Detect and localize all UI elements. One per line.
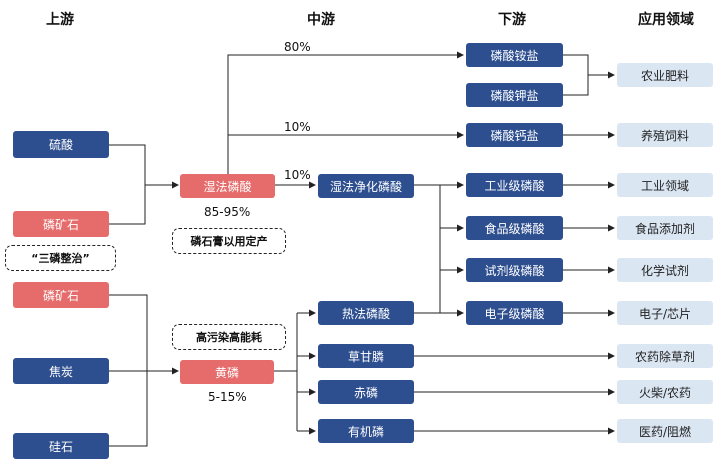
header-upstream: 上游	[46, 12, 74, 28]
note-three-phosphorus: “三磷整治”	[5, 245, 116, 271]
node-organic-phosphorus: 有机磷	[318, 419, 414, 443]
app-herbicide: 农药除草剂	[617, 344, 713, 368]
app-industrial: 工业领域	[617, 173, 713, 197]
node-ammonium-phosphate: 磷酸铵盐	[466, 43, 563, 67]
node-phosphate-rock-2: 磷矿石	[13, 282, 109, 308]
node-thermal-acid: 热法磷酸	[318, 301, 414, 325]
connector-wet-branch	[227, 51, 464, 174]
app-feed: 养殖饲料	[617, 123, 713, 147]
node-food-grade: 食品级磷酸	[466, 216, 563, 240]
node-red-phosphorus: 赤磷	[318, 380, 414, 404]
header-downstream: 下游	[498, 12, 526, 28]
note-pollution: 高污染高能耗	[172, 324, 286, 350]
header-midstream: 中游	[307, 12, 335, 28]
node-wet-phosphoric-acid: 湿法磷酸	[180, 174, 275, 198]
app-medicine: 医药/阻燃	[617, 419, 713, 443]
app-electronics: 电子/芯片	[617, 301, 713, 325]
node-potassium-phosphate: 磷酸钾盐	[466, 83, 563, 107]
app-matches: 火柴/农药	[617, 380, 713, 404]
connector-sulfuric-acid	[109, 144, 146, 225]
node-sulfuric-acid: 硫酸	[13, 131, 109, 158]
node-purified-acid: 湿法净化磷酸	[318, 174, 414, 198]
label-flow-80: 80%	[284, 40, 311, 54]
node-coke: 焦炭	[13, 358, 109, 384]
node-reagent-grade: 试剂级磷酸	[466, 258, 563, 282]
header-application: 应用领域	[638, 12, 694, 28]
connector-salts-merge	[563, 54, 589, 96]
node-glyphosate: 草甘膦	[318, 344, 414, 368]
node-calcium-phosphate: 磷酸钙盐	[466, 123, 563, 147]
node-industrial-grade: 工业级磷酸	[466, 173, 563, 197]
node-yellow-phosphorus: 黄磷	[180, 360, 274, 384]
node-silica: 硅石	[13, 433, 109, 459]
label-wet-share: 85-95%	[204, 205, 251, 219]
note-phosphogypsum: 磷石膏以用定产	[172, 228, 286, 254]
app-chemical-reagent: 化学试剂	[617, 258, 713, 282]
label-flow-10-calcium: 10%	[284, 120, 311, 134]
node-electronic-grade: 电子级磷酸	[466, 301, 563, 325]
label-flow-10-purified: 10%	[284, 168, 311, 182]
node-phosphate-rock-1: 磷矿石	[13, 211, 109, 237]
label-yellow-share: 5-15%	[208, 390, 247, 404]
app-fertilizer: 农业肥料	[617, 63, 713, 87]
app-food-additive: 食品添加剂	[617, 216, 713, 240]
